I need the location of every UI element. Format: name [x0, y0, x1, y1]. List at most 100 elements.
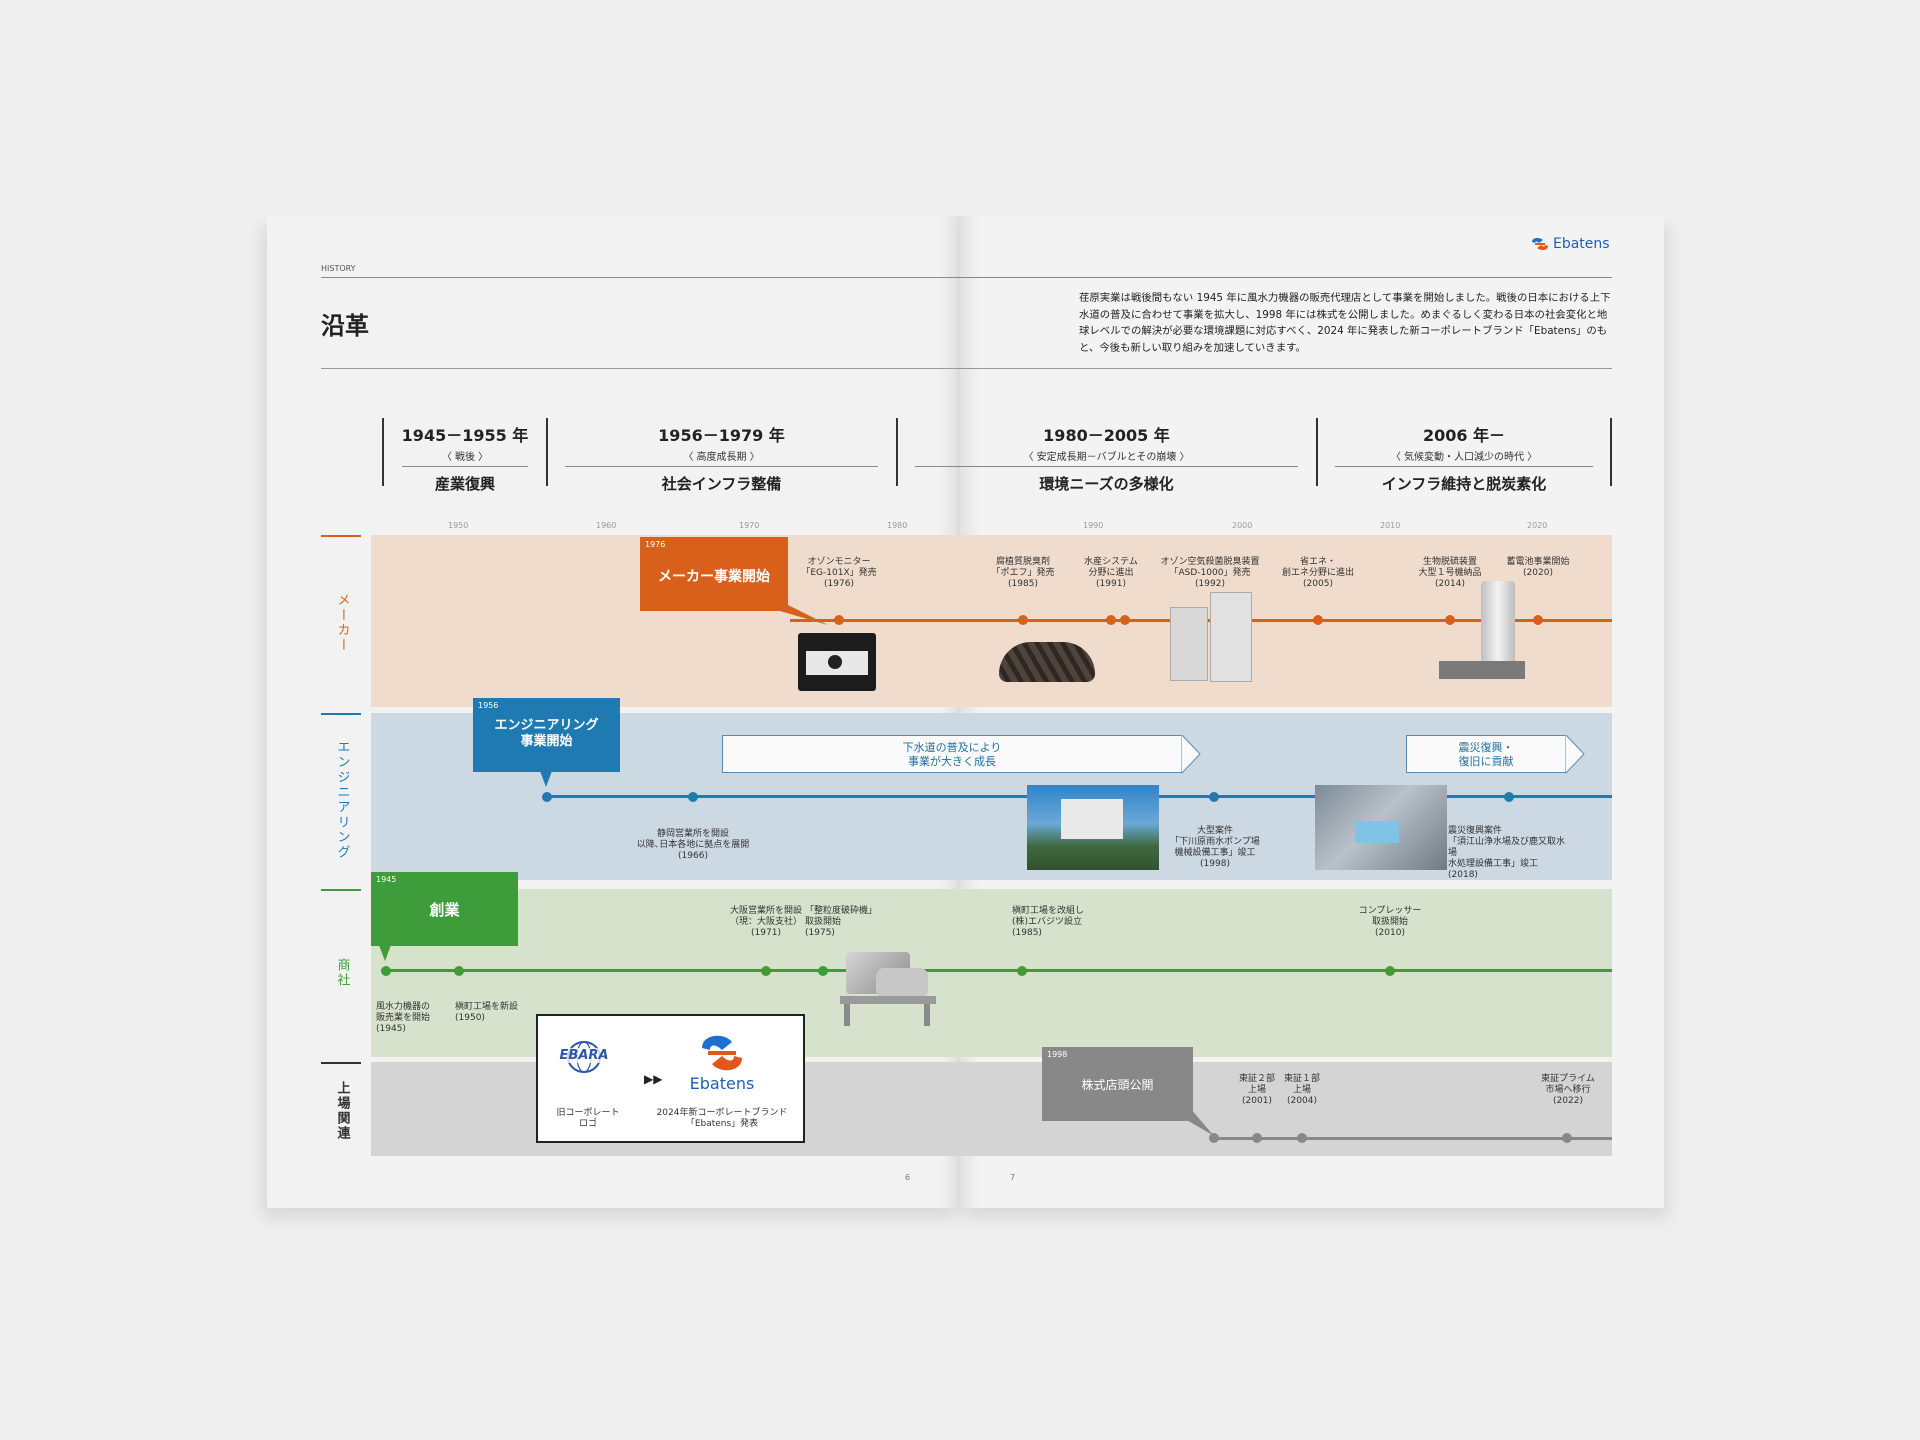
- event-dot: [1209, 1133, 1219, 1143]
- event-dot: [688, 792, 698, 802]
- decade-tick: 2020: [1527, 521, 1548, 530]
- row-label-engineering: エンジニアリング: [334, 740, 350, 860]
- event-label: 生物脱硫装置 大型１号機納品 (2014): [1418, 557, 1482, 589]
- event-dot: [381, 966, 391, 976]
- era-4: 2006 年－ 〈 気候変動・人口減少の時代 〉 インフラ維持と脱炭素化: [1325, 422, 1603, 494]
- era-name: 環境ニーズの多様化: [1039, 475, 1174, 493]
- era-name: 産業復興: [434, 475, 495, 493]
- intro-rule: [321, 368, 1612, 369]
- event-dot: [1562, 1133, 1572, 1143]
- decade-tick: 1970: [739, 521, 760, 530]
- event-label: 大型案件 「下川原雨水ポンプ場 機械設備工事」竣工 (1998): [1170, 826, 1260, 869]
- event-label: 省エネ・ 創エネ分野に進出 (2005): [1281, 557, 1354, 589]
- row-marker: [321, 713, 361, 715]
- callout-ipo: 1998 株式店頭公開: [1042, 1047, 1193, 1121]
- event-dot: [818, 966, 828, 976]
- event-label: 槇町工場を改組し (株)エバジツ設立 (1985): [1012, 906, 1085, 938]
- era-sub: 〈 安定成長期－バブルとその崩壊 〉: [1023, 452, 1190, 463]
- brand-mark-icon: [1532, 237, 1548, 251]
- event-label: 水産システム 分野に進出 (1991): [1084, 557, 1138, 589]
- decade-tick: 1990: [1083, 521, 1104, 530]
- event-dot: [1385, 966, 1395, 976]
- callout-year: 1945: [376, 875, 397, 884]
- era-sub: 〈 高度成長期 〉: [683, 452, 760, 463]
- era-3: 1980－2005 年 〈 安定成長期－バブルとその崩壊 〉 環境ニーズの多様化: [905, 422, 1308, 494]
- callout-pointer: [1180, 1108, 1214, 1136]
- arrow-tip: [1565, 735, 1585, 774]
- era-name: インフラ維持と脱炭素化: [1381, 475, 1547, 493]
- new-brand-mark-icon: [702, 1035, 742, 1071]
- decade-tick: 1980: [887, 521, 908, 530]
- era-name: 社会インフラ整備: [661, 475, 782, 493]
- growth-arrow-banner: 下水道の普及により 事業が大きく成長: [722, 735, 1182, 773]
- water-treatment-plant-photo: [1315, 785, 1447, 870]
- decade-tick: 1960: [596, 521, 617, 530]
- sterilizer-unit-illustration: [1210, 592, 1252, 682]
- page-title: 沿革: [321, 312, 369, 340]
- era-years: 1980－2005 年: [1043, 426, 1170, 445]
- era-divider: [1610, 418, 1612, 486]
- event-dot: [1533, 615, 1543, 625]
- crusher-machine-illustration: [832, 946, 944, 1028]
- row-marker: [321, 535, 361, 537]
- row-label-trading: 商社: [334, 957, 350, 988]
- era-divider: [546, 418, 548, 486]
- event-dot: [1018, 615, 1028, 625]
- event-dot: [761, 966, 771, 976]
- old-logo-text: EBARA: [558, 1048, 610, 1063]
- brand-change-box: EBARA 旧コーポレート ロゴ ▶▶ Ebatens 2024年新コーポレート…: [536, 1014, 805, 1143]
- decade-tick: 2000: [1232, 521, 1253, 530]
- track-listing: [1213, 1137, 1612, 1140]
- event-dot: [1209, 792, 1219, 802]
- event-label: 腐植質脱臭剤 「ポエフ」発売 (1985): [991, 557, 1055, 589]
- recovery-arrow-banner: 震災復興・ 復旧に貢献: [1406, 735, 1566, 773]
- new-logo-text: Ebatens: [689, 1074, 755, 1093]
- intro-paragraph: 荏原実業は戦後間もない 1945 年に風水力機器の販売代理店として事業を開始しま…: [1079, 292, 1611, 354]
- callout-pointer: [540, 771, 552, 787]
- era-divider: [1316, 418, 1318, 486]
- callout-founding: 1945 創業: [371, 872, 518, 946]
- row-marker: [321, 889, 361, 891]
- arrow-tip: [1181, 735, 1201, 774]
- era-1: 1945－1955 年 〈 戦後 〉 産業復興: [390, 422, 540, 494]
- era-years: 1956－1979 年: [658, 426, 785, 445]
- era-divider: [896, 418, 898, 486]
- callout-label: エンジニアリング 事業開始: [494, 718, 599, 749]
- page-number-right: 7: [1010, 1173, 1016, 1182]
- era-2: 1956－1979 年 〈 高度成長期 〉 社会インフラ整備: [555, 422, 888, 494]
- biodesulfurization-plant-illustration: [1435, 581, 1527, 693]
- callout-engineering-start: 1956 エンジニアリング 事業開始: [473, 698, 620, 772]
- brand-name: Ebatens: [1553, 236, 1610, 252]
- era-years: 1945－1955 年: [401, 426, 529, 445]
- old-logo-caption: 旧コーポレート ロゴ: [556, 1108, 620, 1129]
- callout-label: 株式店頭公開: [1081, 1078, 1154, 1092]
- track-trading: [381, 969, 1612, 972]
- event-dot: [1445, 615, 1455, 625]
- era-divider: [382, 418, 384, 486]
- event-dot: [1252, 1133, 1262, 1143]
- new-logo-caption: 2024年新コーポレートブランド 「Ebatens」発表: [656, 1108, 788, 1129]
- event-label: 静岡営業所を開設 以降､日本各地に拠点を展開 (1966): [636, 829, 750, 861]
- event-dot: [1313, 615, 1323, 625]
- row-label-maker: メーカー: [334, 592, 350, 653]
- callout-year: 1956: [478, 701, 499, 710]
- event-dot: [1106, 615, 1116, 625]
- event-dot: [454, 966, 464, 976]
- event-label: 東証プライム 市場へ移行 (2022): [1541, 1074, 1595, 1106]
- event-dot: [1017, 966, 1027, 976]
- callout-year: 1998: [1047, 1050, 1068, 1059]
- transition-arrow-icon: ▶▶: [644, 1072, 663, 1086]
- event-label: 東証１部 上場 (2004): [1283, 1074, 1320, 1106]
- brand-logo: Ebatens: [1531, 236, 1610, 252]
- event-dot: [1297, 1133, 1307, 1143]
- event-dot: [542, 792, 552, 802]
- sterilizer-unit-illustration: [1170, 607, 1208, 681]
- page-number-left: 6: [905, 1173, 911, 1182]
- event-label: オゾン空気殺菌脱臭装置 「ASD-1000」発売 (1992): [1160, 557, 1260, 589]
- pump-station-photo: [1027, 785, 1159, 870]
- event-label: 震災復興案件 「須江山浄水場及び鹿又取水場 水処理設備工事」竣工 (2018): [1448, 826, 1566, 880]
- event-label: 槇町工場を新設 (1950): [455, 1002, 519, 1023]
- callout-maker-start: 1976 メーカー事業開始: [640, 537, 788, 611]
- era-years: 2006 年－: [1422, 426, 1506, 445]
- event-dot: [1504, 792, 1514, 802]
